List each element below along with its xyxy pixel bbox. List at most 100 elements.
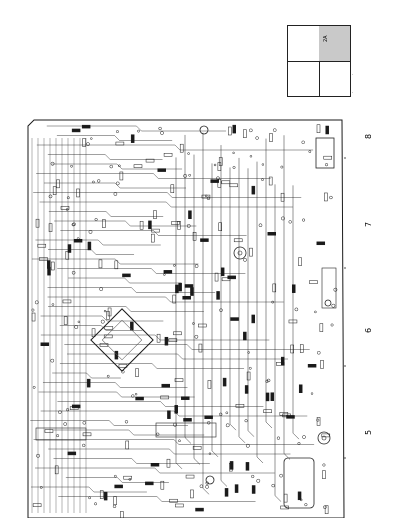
component — [161, 383, 170, 388]
connector-blocks — [35, 137, 337, 509]
trace — [53, 458, 210, 464]
trace — [256, 161, 264, 464]
via — [317, 350, 321, 355]
trace — [57, 268, 246, 274]
component — [71, 128, 81, 133]
trace — [40, 315, 164, 322]
via — [255, 136, 259, 140]
component — [267, 232, 277, 236]
component — [204, 415, 213, 419]
component — [99, 343, 109, 347]
component — [125, 440, 129, 450]
via — [71, 270, 76, 275]
trace — [30, 420, 188, 426]
component — [120, 511, 124, 518]
trace — [48, 306, 204, 312]
component — [263, 409, 272, 413]
component — [119, 171, 124, 181]
component — [151, 233, 155, 243]
trace — [60, 230, 247, 236]
trace — [64, 344, 310, 350]
trace — [52, 372, 121, 379]
trace — [265, 138, 273, 429]
component — [229, 462, 233, 472]
via — [186, 224, 191, 228]
via — [330, 323, 334, 327]
component — [35, 218, 40, 228]
component — [130, 134, 135, 143]
via — [324, 163, 329, 167]
component — [221, 180, 231, 185]
column-label: 8 — [364, 133, 374, 140]
trace — [46, 125, 227, 132]
via — [301, 140, 305, 144]
component — [182, 296, 191, 300]
component — [60, 206, 70, 210]
via — [50, 161, 55, 166]
component — [145, 158, 155, 163]
component — [297, 491, 302, 501]
sheet-key-cell — [288, 61, 320, 96]
component — [233, 238, 243, 243]
via — [271, 300, 275, 304]
component — [76, 188, 80, 198]
component — [173, 331, 182, 336]
trace — [184, 134, 192, 444]
via — [244, 419, 248, 423]
via — [66, 408, 70, 412]
via — [92, 180, 95, 184]
via — [51, 303, 55, 306]
component — [280, 192, 285, 202]
via — [32, 385, 36, 389]
component — [184, 284, 194, 288]
via — [310, 392, 314, 395]
sheet-key-code: 2A — [323, 35, 329, 42]
component-group — [31, 124, 338, 518]
component — [227, 275, 236, 280]
ic-package — [90, 308, 154, 372]
component — [291, 284, 296, 293]
component — [192, 446, 202, 450]
column-label: 7 — [364, 221, 374, 228]
via — [39, 486, 43, 489]
component — [39, 257, 48, 261]
component — [104, 326, 114, 330]
component — [86, 378, 91, 388]
component — [32, 503, 42, 507]
via — [48, 194, 53, 199]
component — [135, 396, 144, 401]
via — [288, 220, 292, 224]
via — [322, 463, 326, 467]
via — [219, 308, 223, 312]
component — [283, 493, 288, 503]
component — [157, 168, 166, 172]
component — [82, 432, 92, 437]
via — [304, 503, 308, 507]
sheet-key-cell-highlighted — [319, 26, 350, 62]
via — [34, 300, 39, 305]
via — [294, 307, 299, 312]
component — [145, 481, 154, 486]
via — [302, 435, 306, 439]
via — [63, 422, 67, 426]
via — [247, 351, 250, 354]
via — [272, 128, 277, 132]
component — [153, 210, 157, 219]
component — [99, 490, 104, 499]
component — [222, 377, 227, 387]
component — [210, 179, 219, 183]
column-label: 5 — [364, 429, 374, 436]
component — [243, 129, 247, 138]
component — [244, 385, 249, 394]
via — [194, 264, 199, 268]
component — [114, 484, 123, 489]
component — [270, 392, 275, 401]
component — [221, 277, 231, 282]
component — [181, 396, 190, 400]
via — [88, 229, 93, 234]
trace — [274, 184, 282, 502]
via — [74, 325, 79, 329]
via — [178, 439, 181, 443]
via — [225, 411, 229, 415]
component — [323, 155, 332, 160]
